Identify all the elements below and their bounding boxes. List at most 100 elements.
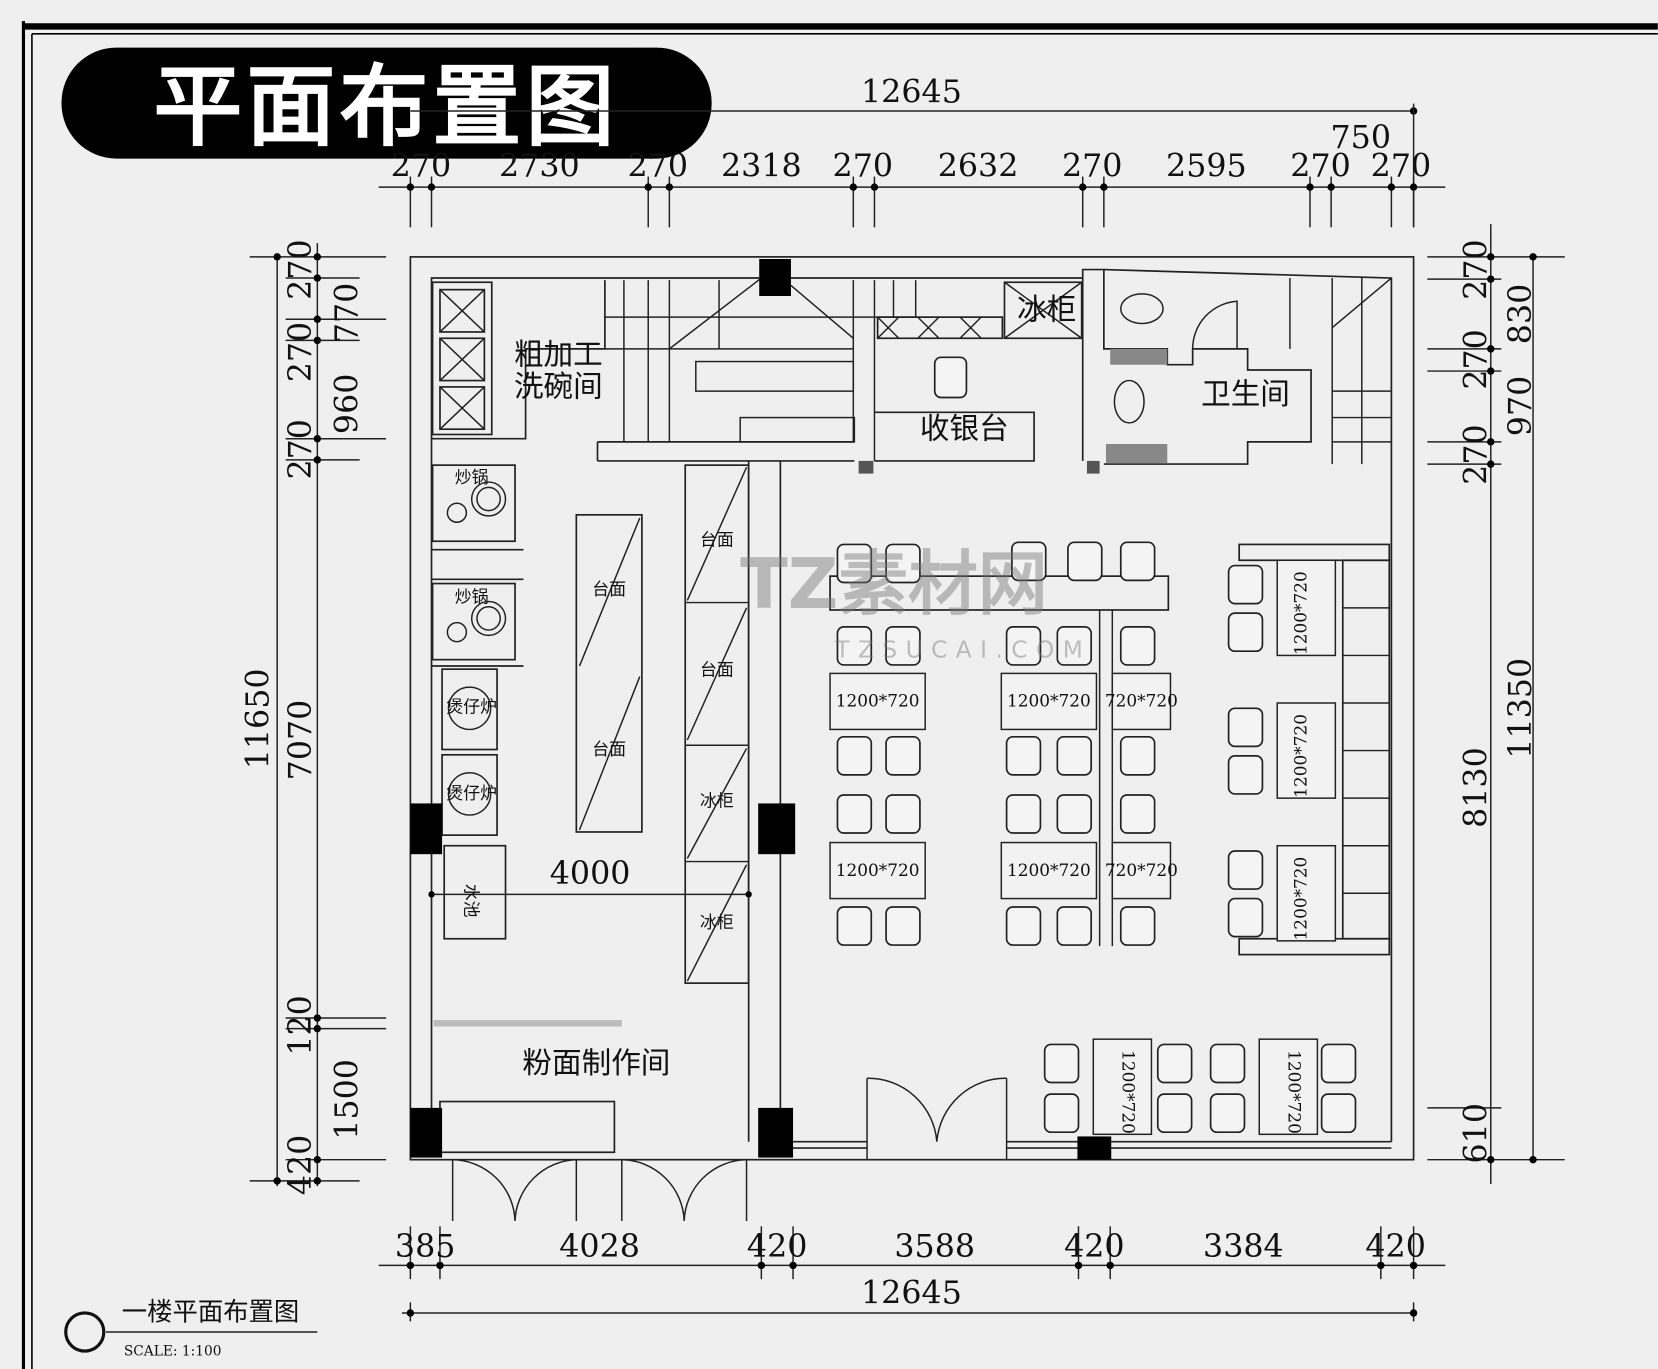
dining-table — [1276, 702, 1337, 799]
page-title: 平面布置图 — [153, 55, 618, 158]
chair — [1227, 850, 1264, 890]
chair — [1227, 897, 1264, 938]
chair — [1005, 906, 1042, 946]
caption-title: 一楼平面布置图 — [122, 1296, 300, 1326]
label-claypot-2: 煲仔炉 — [446, 783, 497, 803]
dim-top-6: 270 — [1062, 149, 1123, 185]
chair — [1119, 735, 1156, 776]
label-cashier: 收银台 — [920, 412, 1009, 446]
table-size-label: 1200*720 — [1118, 1050, 1138, 1134]
chair — [1043, 1043, 1080, 1084]
dim-bottom-0: 385 — [395, 1229, 456, 1265]
dim-right-3: 970 — [1503, 376, 1539, 437]
dining-table — [1258, 1038, 1319, 1136]
chair — [1043, 1093, 1080, 1134]
dining-table — [1000, 841, 1098, 900]
chair — [1320, 1093, 1357, 1134]
label-claypot-1: 煲仔炉 — [446, 697, 497, 717]
dining-table — [829, 841, 926, 900]
label-wok-2: 炒锅 — [455, 587, 489, 607]
chair — [1119, 794, 1156, 834]
dim-top-0: 270 — [391, 149, 452, 185]
watermark: TZ素材网 TZSUCAI.COM — [740, 544, 1091, 664]
dim-top-5: 2632 — [938, 149, 1019, 185]
dim-top-7: 2595 — [1166, 149, 1247, 185]
dim-top-1: 2730 — [499, 149, 580, 185]
label-wok-1: 炒锅 — [455, 467, 489, 487]
chair — [836, 543, 873, 584]
dim-bottom-4: 420 — [1064, 1229, 1125, 1265]
chair — [1209, 1043, 1246, 1084]
chair — [1227, 564, 1264, 605]
chair — [1067, 541, 1103, 582]
chair — [1005, 735, 1042, 776]
label-counter-2: 台面 — [700, 529, 734, 549]
dim-left-6: 7070 — [283, 700, 319, 781]
dim-top-3: 2318 — [721, 149, 802, 185]
watermark-url: TZSUCAI.COM — [834, 637, 1091, 664]
dim-left-4: 270 — [283, 419, 319, 480]
table-size-label: 1200*720 — [836, 860, 920, 880]
dim-left-1: 770 — [330, 283, 366, 344]
chair — [1005, 794, 1042, 834]
dining-table — [1000, 672, 1098, 731]
label-noodle-room: 粉面制作间 — [522, 1046, 670, 1080]
dim-bottom-3: 3588 — [894, 1229, 975, 1265]
chair — [885, 735, 921, 776]
dim-bottom-5: 3384 — [1203, 1229, 1284, 1265]
watermark-brand: TZ素材网 — [740, 544, 1047, 625]
dim-right-7: 610 — [1459, 1103, 1495, 1164]
table-size-label: 1200*720 — [1007, 691, 1091, 711]
label-freezer-top: 冰柜 — [1017, 292, 1076, 326]
chair — [1011, 541, 1047, 582]
chair — [1156, 1043, 1193, 1084]
dim-left-3: 960 — [330, 374, 366, 435]
chair — [1209, 1093, 1246, 1134]
dim-bottom-6: 420 — [1365, 1229, 1426, 1265]
dim-bottom-1: 4028 — [559, 1229, 640, 1265]
dim-top-9: 270 — [1371, 149, 1432, 185]
chairs — [836, 541, 1357, 1134]
left-dimensions: 270 770 270 960 270 11650 7070 120 1500 … — [241, 239, 387, 1195]
label-dishwash-room: 洗碗间 — [514, 369, 603, 403]
dim-right-5: 11350 — [1503, 658, 1539, 759]
label-freezer-1: 冰柜 — [700, 791, 734, 811]
dim-right-1: 830 — [1503, 284, 1539, 345]
structural-columns — [410, 259, 1112, 1160]
dim-left-7: 120 — [283, 995, 319, 1056]
table-size-label: 1200*720 — [1290, 857, 1310, 941]
chair — [1227, 612, 1264, 653]
table-size-label: 720*720 — [1105, 691, 1178, 711]
label-toilet: 卫生间 — [1201, 377, 1290, 411]
entrance-doors — [451, 1077, 1008, 1222]
dining-table — [1276, 844, 1337, 942]
dim-left-2: 270 — [283, 322, 319, 383]
chair — [885, 906, 921, 946]
dim-right-4: 270 — [1459, 424, 1495, 485]
table-size-label: 1200*720 — [836, 691, 920, 711]
chair — [885, 794, 921, 834]
staircase — [604, 277, 917, 461]
label-counter-4: 台面 — [592, 739, 626, 759]
label-counter-1: 台面 — [592, 579, 626, 599]
room-labels: 粗加工 洗碗间 冰柜 收银台 卫生间 粉面制作间 4000 炒锅 炒锅 煲仔炉 … — [446, 292, 1290, 1080]
label-sink: 水池 — [461, 884, 481, 918]
chair — [1320, 1043, 1357, 1084]
chair — [885, 543, 921, 584]
chair — [1119, 541, 1156, 582]
chair — [1056, 626, 1093, 666]
label-freezer-2: 冰柜 — [700, 912, 734, 932]
dim-right-0: 270 — [1459, 239, 1495, 300]
dim-bottom-2: 420 — [747, 1229, 808, 1265]
right-dimensions: 270 830 270 970 270 11350 8130 610 — [1427, 224, 1565, 1184]
chair — [885, 626, 921, 666]
dining-table — [1092, 1038, 1153, 1136]
drawing-caption: 一楼平面布置图 SCALE: 1:100 — [64, 1296, 318, 1359]
table-size-label: 720*720 — [1105, 860, 1178, 880]
chair — [1227, 707, 1264, 748]
chair — [1119, 906, 1156, 946]
building-walls — [409, 256, 1415, 1222]
table-size-label: 1200*720 — [1007, 860, 1091, 880]
